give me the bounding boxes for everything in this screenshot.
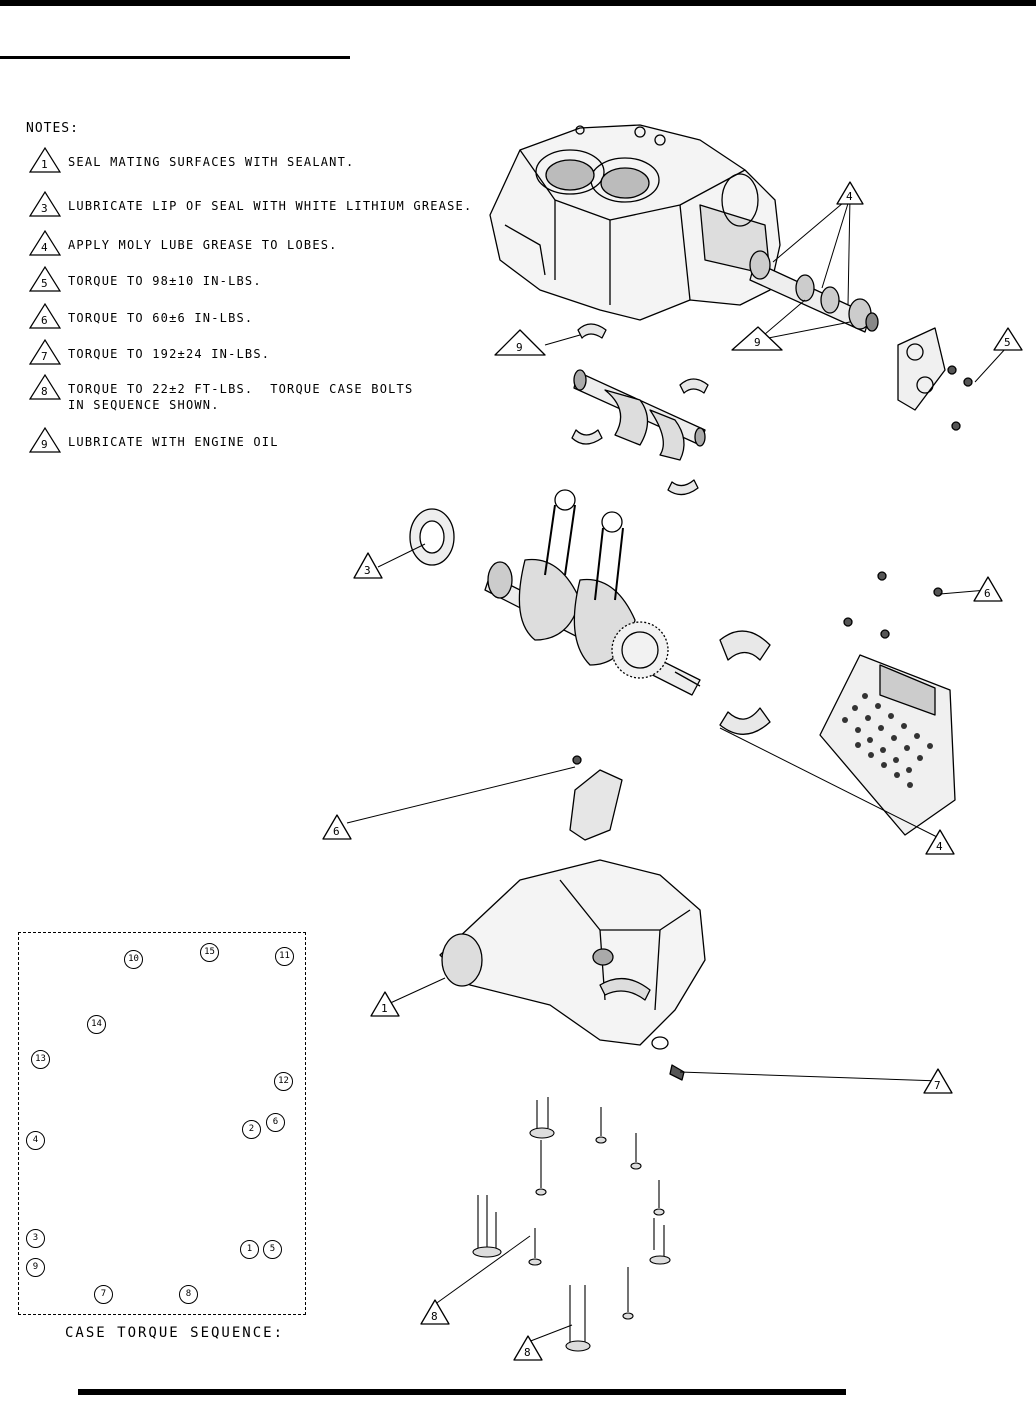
svg-text:8: 8: [524, 1346, 531, 1359]
callout-6-right: 6: [973, 576, 1003, 602]
note-item: 4 APPLY MOLY LUBE GREASE TO LOBES.: [28, 229, 448, 257]
note-triangle-icon: 4: [28, 229, 62, 256]
callout-4-top: 4: [836, 181, 864, 205]
svg-text:1: 1: [41, 158, 48, 171]
header-underline: [0, 56, 350, 59]
svg-text:5: 5: [1004, 336, 1011, 349]
note-item: 5 TORQUE TO 98±10 IN-LBS.: [28, 265, 448, 293]
svg-text:6: 6: [984, 587, 991, 600]
callout-1: 1: [370, 991, 400, 1017]
svg-text:7: 7: [934, 1079, 941, 1092]
sequence-number: 10: [124, 950, 143, 969]
sequence-number: 6: [266, 1113, 285, 1132]
note-item: 9 LUBRICATE WITH ENGINE OIL: [28, 426, 448, 454]
camshaft: [749, 250, 879, 333]
sequence-number: 9: [26, 1258, 45, 1277]
svg-text:3: 3: [41, 202, 48, 215]
note-text: TORQUE TO 22±2 FT-LBS. TORQUE CASE BOLTS…: [68, 382, 414, 412]
svg-text:5: 5: [41, 277, 48, 290]
bracket: [569, 755, 623, 841]
note-text: TORQUE TO 192±24 IN-LBS.: [68, 347, 271, 361]
callout-8-bottom: 8: [513, 1335, 543, 1361]
callout-9-left: 9: [494, 329, 546, 356]
note-text: APPLY MOLY LUBE GREASE TO LOBES.: [68, 238, 338, 252]
case-bolts: [472, 1097, 671, 1352]
baffle-screws: [843, 571, 943, 639]
sequence-number: 12: [274, 1072, 293, 1091]
callout-4-bottom: 4: [925, 829, 955, 855]
svg-text:8: 8: [41, 385, 48, 398]
note-text: LUBRICATE LIP OF SEAL WITH WHITE LITHIUM…: [68, 199, 473, 213]
sequence-number: 8: [179, 1285, 198, 1304]
lower-crankcase: [439, 859, 706, 1081]
note-text: TORQUE TO 98±10 IN-LBS.: [68, 274, 262, 288]
balance-shaft: [573, 369, 706, 461]
callout-8-left: 8: [420, 1299, 450, 1325]
sequence-number: 13: [31, 1050, 50, 1069]
sequence-number: 7: [94, 1285, 113, 1304]
note-item: 3 LUBRICATE LIP OF SEAL WITH WHITE LITHI…: [28, 190, 471, 218]
callout-5: 5: [993, 327, 1023, 351]
note-triangle-icon: 6: [28, 302, 62, 329]
callout-3: 3: [353, 552, 383, 579]
sequence-number: 2: [242, 1120, 261, 1139]
note-triangle-icon: 7: [28, 338, 62, 365]
note-text: SEAL MATING SURFACES WITH SEALANT.: [68, 155, 355, 169]
sequence-number: 1: [240, 1240, 259, 1259]
oil-seal: [409, 508, 455, 566]
sequence-number: 14: [87, 1015, 106, 1034]
note-triangle-icon: 9: [28, 426, 62, 453]
note-item: 1 SEAL MATING SURFACES WITH SEALANT.: [28, 146, 448, 174]
note-item: 8 TORQUE TO 22±2 FT-LBS. TORQUE CASE BOL…: [28, 373, 448, 412]
cover-plate: [897, 327, 973, 431]
callout-6-left: 6: [322, 814, 352, 840]
note-triangle-icon: 1: [28, 146, 62, 173]
bearing-shells: [571, 323, 771, 735]
notes-title: NOTES:: [26, 121, 79, 136]
svg-text:7: 7: [41, 350, 48, 363]
svg-text:9: 9: [41, 438, 48, 451]
callout-9-right: 9: [731, 326, 783, 351]
svg-text:8: 8: [431, 1310, 438, 1323]
note-triangle-icon: 3: [28, 190, 62, 217]
svg-text:9: 9: [754, 336, 761, 349]
crankshaft: [484, 489, 701, 696]
sequence-number: 3: [26, 1229, 45, 1248]
sequence-title: CASE TORQUE SEQUENCE:: [65, 1325, 285, 1341]
top-rule: [0, 0, 1036, 6]
svg-text:4: 4: [41, 241, 48, 254]
svg-text:4: 4: [846, 190, 853, 203]
svg-text:9: 9: [516, 341, 523, 354]
note-triangle-icon: 8: [28, 373, 62, 400]
svg-text:4: 4: [936, 840, 943, 853]
note-item: 6 TORQUE TO 60±6 IN-LBS.: [28, 302, 448, 330]
note-triangle-icon: 5: [28, 265, 62, 292]
sequence-number: 4: [26, 1131, 45, 1150]
note-item: 7 TORQUE TO 192±24 IN-LBS.: [28, 338, 448, 366]
upper-crankcase: [489, 124, 781, 321]
svg-text:6: 6: [333, 825, 340, 838]
svg-text:6: 6: [41, 314, 48, 327]
svg-text:3: 3: [364, 564, 371, 577]
torque-sequence-box: [18, 932, 306, 1315]
bottom-rule: [78, 1389, 846, 1395]
sequence-number: 15: [200, 943, 219, 962]
callout-leaders: [346, 196, 1007, 1343]
svg-text:1: 1: [381, 1002, 388, 1015]
note-text: TORQUE TO 60±6 IN-LBS.: [68, 311, 254, 325]
callout-7: 7: [923, 1068, 953, 1094]
sequence-number: 5: [263, 1240, 282, 1259]
note-text: LUBRICATE WITH ENGINE OIL: [68, 435, 279, 449]
oil-baffle: [819, 654, 956, 836]
sequence-number: 11: [275, 947, 294, 966]
